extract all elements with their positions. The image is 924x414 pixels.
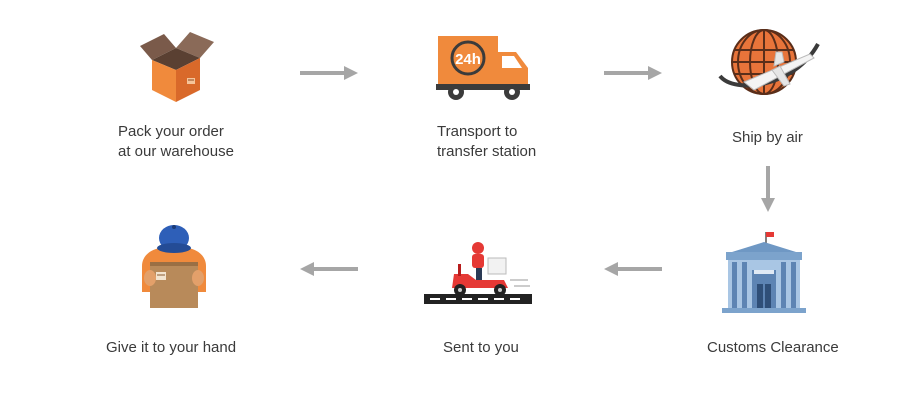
delivery-scooter-icon: [424, 242, 532, 304]
step-sent-line-1: Sent to you: [443, 339, 519, 356]
globe-airplane-icon: [718, 29, 820, 95]
step-ship-line-1: Ship by air: [732, 129, 803, 146]
arrow-down-icon: [761, 166, 775, 212]
step-pack-line-2: at our warehouse: [118, 143, 234, 160]
step-customs-line-1: Customs Clearance: [707, 339, 839, 356]
arrow-right-icon: [604, 66, 662, 80]
arrow-left-icon: [604, 262, 662, 276]
delivery-truck-24h-icon: 24h: [436, 36, 530, 100]
step-customs-label: Customs Clearance: [707, 338, 839, 358]
truck-badge-text: 24h: [455, 51, 481, 68]
step-pack-line-1: Pack your order: [118, 123, 224, 140]
step-pack-label: Pack your order at our warehouse: [118, 122, 234, 162]
customs-building-icon: [722, 232, 806, 313]
step-transport-line-1: Transport to: [437, 123, 518, 140]
step-transport-line-2: transfer station: [437, 143, 537, 160]
step-ship-label: Ship by air: [732, 128, 803, 148]
step-hand-label: Give it to your hand: [106, 338, 236, 358]
step-transport-label: Transport to transfer station: [437, 122, 536, 162]
arrow-left-icon: [300, 262, 358, 276]
courier-holding-box-icon: [142, 225, 206, 308]
arrow-right-icon: [300, 66, 358, 80]
step-hand-line-1: Give it to your hand: [106, 339, 237, 356]
step-sent-label: Sent to you: [443, 338, 519, 358]
open-box-icon: [140, 32, 214, 102]
